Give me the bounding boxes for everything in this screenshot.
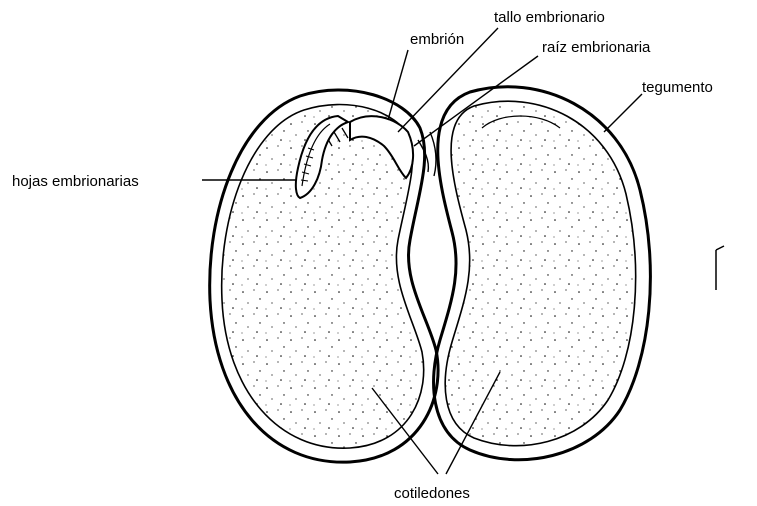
leader-tegumento [604, 94, 642, 132]
right-cotyledon [445, 101, 635, 445]
hilum [418, 132, 436, 176]
label-hojas-embrionarias: hojas embrionarias [12, 173, 139, 190]
scan-mark-top [716, 246, 724, 250]
label-raiz-embrionaria: raíz embrionaria [542, 39, 651, 56]
label-tallo-embrionario: tallo embrionario [494, 9, 605, 26]
label-tegumento: tegumento [642, 79, 713, 96]
label-cotiledones: cotiledones [394, 485, 470, 502]
label-embrion: embrión [410, 31, 464, 48]
